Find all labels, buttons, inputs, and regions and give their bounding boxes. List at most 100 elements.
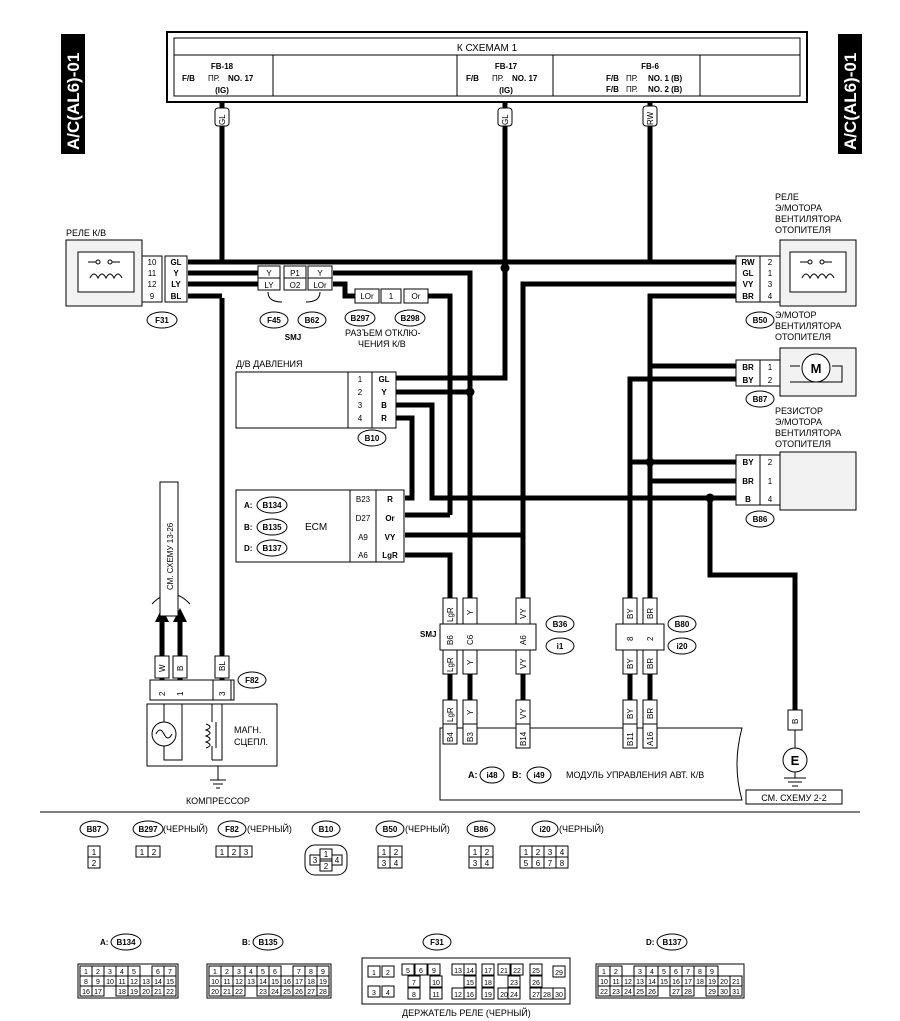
pin-number: 23	[259, 989, 267, 996]
connector-outline	[77, 963, 179, 999]
pin-number: 4	[249, 969, 253, 976]
svg-text:4: 4	[394, 859, 399, 868]
svg-text:4: 4	[335, 856, 340, 865]
svg-text:B62: B62	[305, 316, 320, 325]
svg-text:A:: A:	[100, 938, 108, 947]
pin-cell	[401, 963, 415, 976]
svg-text:B4: B4	[446, 732, 455, 742]
svg-text:3: 3	[313, 856, 318, 865]
pin-number: 10	[106, 979, 114, 986]
svg-text:BY: BY	[626, 708, 635, 719]
svg-text:(ЧЕРНЫЙ): (ЧЕРНЫЙ)	[163, 823, 208, 834]
svg-text:10: 10	[148, 258, 157, 267]
svg-text:NO. 17: NO. 17	[512, 74, 538, 83]
pin-cell	[510, 963, 524, 976]
pin-number: 29	[708, 989, 716, 996]
pin-number: 30	[555, 992, 563, 999]
svg-text:NO. 17: NO. 17	[228, 74, 254, 83]
svg-text:3: 3	[358, 401, 363, 410]
pin-cell	[367, 985, 381, 998]
svg-text:РЕЗИСТОР: РЕЗИСТОР	[775, 406, 823, 416]
svg-text:2: 2	[232, 848, 237, 857]
ac-control-module: LgR Y VY BY BR B4 B3 B14 B11 A16 A: i48 …	[439, 699, 743, 801]
svg-text:i1: i1	[557, 642, 564, 651]
svg-text:9: 9	[150, 292, 155, 301]
svg-text:Д/В ДАВЛЕНИЯ: Д/В ДАВЛЕНИЯ	[236, 359, 302, 369]
svg-text:2: 2	[324, 862, 329, 871]
smj-small-connector: Y LY P1 O2 Y LOr F45 B62 SMJ	[257, 265, 333, 342]
pin-number: 21	[223, 989, 231, 996]
pin-number: 12	[454, 992, 462, 999]
svg-text:B137: B137	[662, 938, 682, 947]
svg-text:Э/МОТОР: Э/МОТОР	[775, 310, 817, 320]
svg-text:8: 8	[560, 859, 565, 868]
pin-number: 28	[319, 989, 327, 996]
pin-number: 9	[321, 969, 325, 976]
pin-cell	[552, 987, 566, 1000]
svg-text:GL: GL	[170, 258, 181, 267]
svg-text:ВЕНТИЛЯТОРА: ВЕНТИЛЯТОРА	[775, 214, 841, 224]
svg-text:1: 1	[382, 848, 387, 857]
svg-text:VY: VY	[743, 280, 754, 289]
svg-text:B36: B36	[553, 620, 568, 629]
svg-text:F/B: F/B	[182, 74, 195, 83]
pin-number: 17	[295, 979, 303, 986]
svg-text:i48: i48	[486, 771, 498, 780]
svg-text:2: 2	[768, 458, 773, 467]
pin-cell	[407, 987, 421, 1000]
svg-text:2: 2	[394, 848, 399, 857]
svg-text:B134: B134	[262, 501, 282, 510]
pin-number: 12	[130, 979, 138, 986]
svg-text:1: 1	[140, 848, 145, 857]
svg-text:VY: VY	[519, 708, 528, 719]
svg-text:BR: BR	[646, 708, 655, 719]
pin-number: 21	[500, 968, 508, 975]
svg-text:Y: Y	[381, 388, 387, 397]
pin-number: 1	[602, 969, 606, 976]
svg-text:4: 4	[768, 495, 773, 504]
svg-text:ОТОПИТЕЛЯ: ОТОПИТЕЛЯ	[775, 225, 831, 235]
svg-text:(IG): (IG)	[215, 86, 229, 95]
pin-cell	[381, 985, 395, 998]
pin-number: 1	[84, 969, 88, 976]
pin-number: 18	[484, 980, 492, 987]
svg-text:ECM: ECM	[305, 522, 327, 533]
pin-number: 29	[555, 970, 563, 977]
pin-number: 18	[696, 979, 704, 986]
svg-text:Y: Y	[317, 269, 323, 278]
svg-text:ДЕРЖАТЕЛЬ РЕЛЕ (ЧЕРНЫЙ): ДЕРЖАТЕЛЬ РЕЛЕ (ЧЕРНЫЙ)	[402, 1007, 531, 1018]
svg-text:3: 3	[244, 848, 249, 857]
pin-number: 25	[636, 989, 644, 996]
pin-number: 3	[237, 969, 241, 976]
svg-text:R: R	[381, 414, 387, 423]
side-label-left: A/C(AL6)-01	[61, 34, 85, 154]
svg-text:B11: B11	[626, 732, 635, 746]
pin-number: 14	[466, 968, 474, 975]
pin-number: 26	[648, 989, 656, 996]
svg-text:BY: BY	[626, 608, 635, 619]
pin-number: 6	[273, 969, 277, 976]
svg-text:BR: BR	[742, 477, 754, 486]
pin-cell	[463, 987, 477, 1000]
svg-text:F/B: F/B	[466, 74, 479, 83]
svg-text:Or: Or	[385, 514, 394, 523]
pin-cell	[481, 963, 495, 976]
pin-number: 25	[283, 989, 291, 996]
svg-text:8: 8	[626, 636, 635, 641]
svg-text:B137: B137	[262, 544, 282, 553]
pin-cell	[463, 975, 477, 988]
pin-cell	[529, 963, 543, 976]
svg-text:A/C(AL6)-01: A/C(AL6)-01	[841, 53, 860, 150]
svg-text:6: 6	[536, 859, 541, 868]
connector-outline	[361, 957, 571, 1005]
pin-cell	[427, 963, 441, 976]
pin-cell	[481, 987, 495, 1000]
svg-text:A6: A6	[358, 551, 368, 560]
pin-number: 19	[708, 979, 716, 986]
svg-text:ВЕНТИЛЯТОРА: ВЕНТИЛЯТОРА	[775, 428, 841, 438]
svg-text:FB-17: FB-17	[495, 62, 518, 71]
svg-text:B: B	[381, 401, 387, 410]
